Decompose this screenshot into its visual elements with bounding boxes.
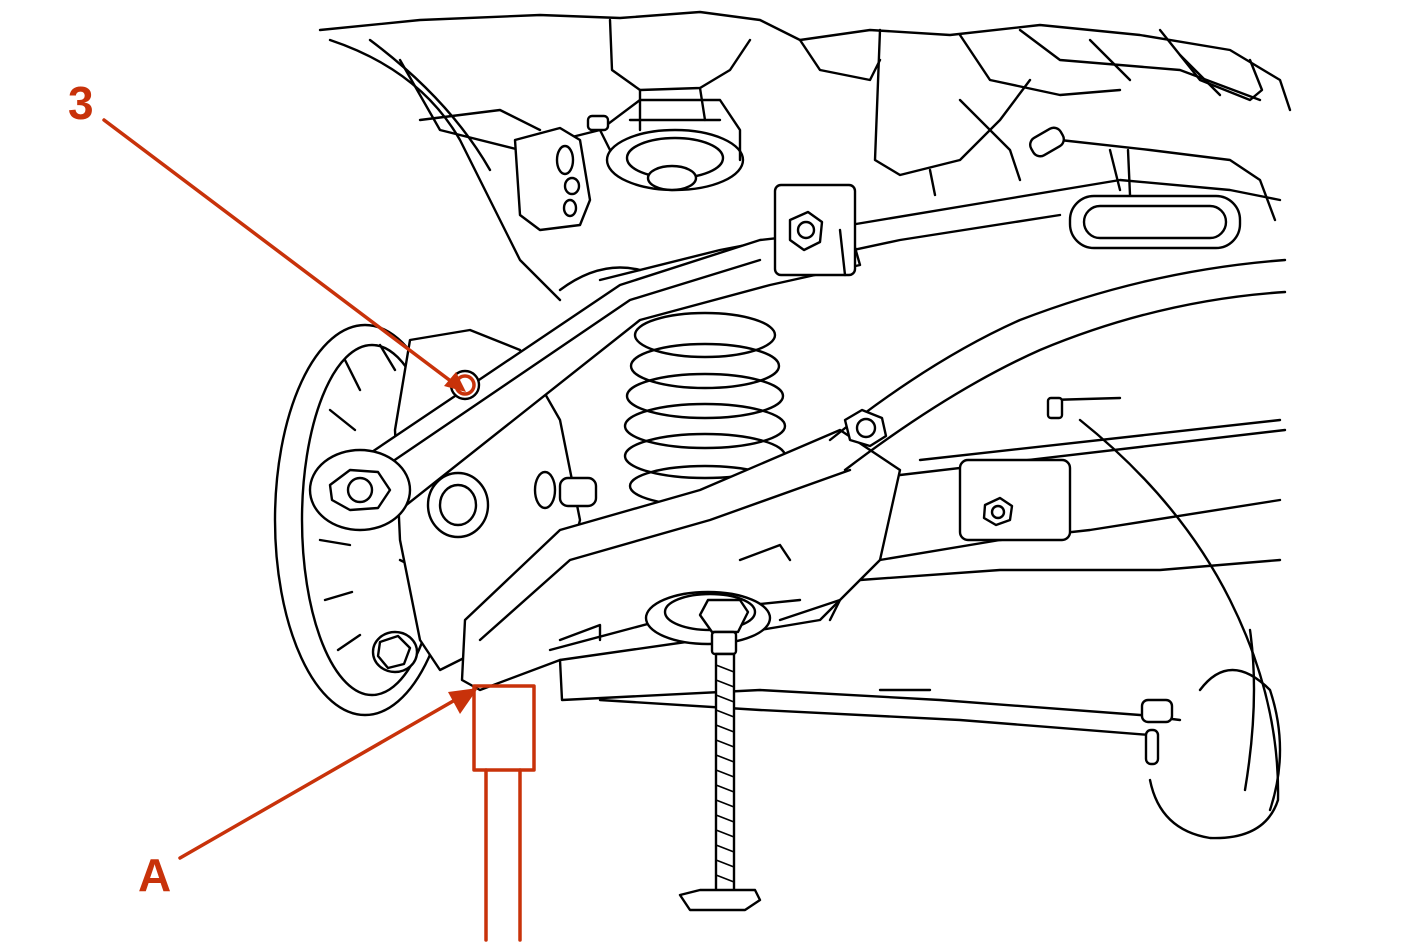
callout-3-label: 3	[68, 77, 94, 129]
bracket-left	[513, 114, 610, 232]
outer-link-nut	[328, 468, 392, 512]
chassis-body	[318, 10, 1292, 302]
rear-wheel	[1078, 418, 1282, 840]
leader-line-3	[102, 118, 466, 392]
cross-member	[828, 258, 1287, 582]
jack-point-a-indicator	[472, 684, 536, 942]
upper-link-nut	[788, 210, 824, 252]
brake-cable	[1029, 126, 1277, 222]
callout-a-label: A	[138, 849, 172, 901]
leader-line-a	[178, 688, 478, 860]
coil-spring	[558, 266, 787, 508]
jack-stand-rod	[678, 598, 762, 912]
strut-mount	[598, 98, 745, 192]
lower-frame-beam	[558, 658, 1182, 766]
